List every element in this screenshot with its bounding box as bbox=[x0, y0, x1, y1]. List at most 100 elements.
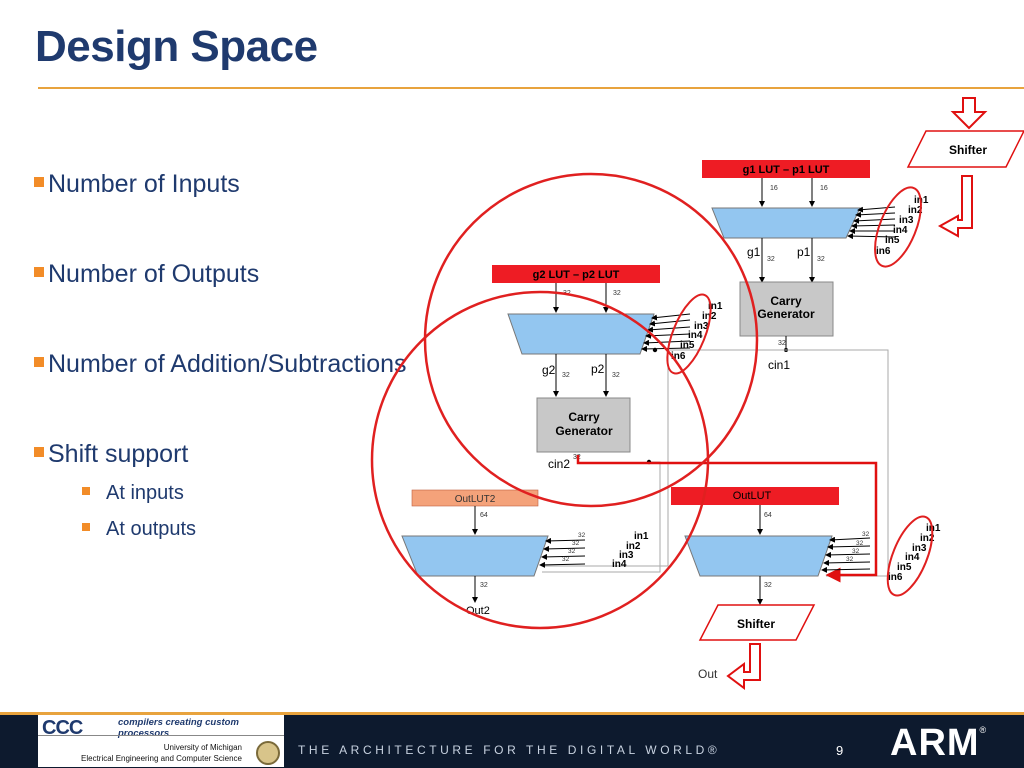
input-label: in3 bbox=[694, 321, 709, 332]
width-label: 32 bbox=[778, 340, 786, 347]
logo-divider bbox=[38, 735, 284, 736]
bullet-item: Number of Outputs bbox=[34, 260, 259, 289]
page-number: 9 bbox=[836, 743, 844, 758]
sub-bullet-text: At inputs bbox=[106, 482, 184, 504]
width-label: 32 bbox=[817, 256, 825, 263]
input-label: in5 bbox=[885, 235, 900, 246]
shifter-output-arrow-icon bbox=[726, 643, 761, 690]
sub-bullet-marker-icon bbox=[82, 487, 90, 495]
out-label: Out bbox=[698, 667, 718, 681]
university-seal-icon bbox=[256, 741, 280, 765]
width-label: 16 bbox=[770, 185, 778, 192]
adder-4 bbox=[684, 535, 833, 577]
input-label: in4 bbox=[905, 552, 920, 563]
width-label: 32 bbox=[767, 256, 775, 263]
g2p2-lut-box bbox=[492, 265, 660, 283]
bottom-shifter-label: Shifter bbox=[737, 617, 775, 631]
g1-label: g1 bbox=[747, 245, 761, 259]
input-label: in2 bbox=[626, 541, 641, 552]
inputs-highlight-ellipse bbox=[874, 186, 922, 268]
top-shifter-box bbox=[906, 130, 1024, 168]
ccc-logo: CCC compilers creating custom processors… bbox=[38, 715, 284, 767]
input-label: in5 bbox=[680, 340, 695, 351]
input-label: in4 bbox=[893, 225, 908, 236]
width-label: 32 bbox=[856, 540, 864, 547]
carry-generator-label: Carry bbox=[568, 410, 600, 424]
arm-logo-text: ARM bbox=[890, 722, 980, 764]
carry-generator-label: Generator bbox=[555, 424, 613, 438]
sub-bullet-text: At outputs bbox=[106, 518, 197, 540]
carry-generator-label: Generator bbox=[757, 307, 815, 321]
highlight-circle-top bbox=[423, 172, 759, 508]
width-label: 64 bbox=[764, 512, 772, 519]
carry-generator-label: Carry bbox=[770, 294, 802, 308]
width-label: 32 bbox=[562, 372, 570, 379]
width-label: 32 bbox=[568, 548, 576, 555]
input-label: in3 bbox=[899, 215, 914, 226]
g1p1-lut-label: g1 LUT – p1 LUT bbox=[743, 164, 830, 176]
input-label: in1 bbox=[634, 531, 649, 542]
title-divider bbox=[38, 87, 1024, 89]
shifter-input-arrow-icon bbox=[950, 97, 988, 130]
width-label: 32 bbox=[852, 548, 860, 555]
width-label: 32 bbox=[480, 582, 488, 589]
top-shifter-label: Shifter bbox=[949, 143, 987, 157]
cin2-label: cin2 bbox=[548, 457, 570, 471]
arm-logo: ARM® bbox=[890, 722, 987, 765]
footer-tagline: THE ARCHITECTURE FOR THE DIGITAL WORLD® bbox=[298, 743, 721, 757]
bottom-shifter-box bbox=[698, 604, 816, 641]
width-label: 32 bbox=[846, 556, 854, 563]
p2-label: p2 bbox=[591, 362, 605, 376]
carry-generator-2 bbox=[536, 397, 631, 453]
shifter-output-arrow-icon bbox=[937, 175, 973, 238]
bullet-marker-icon bbox=[34, 447, 44, 457]
width-label: 32 bbox=[572, 540, 580, 547]
width-label: 32 bbox=[862, 531, 870, 538]
g1p1-lut-box bbox=[702, 160, 870, 178]
input-label: in5 bbox=[897, 562, 912, 573]
width-label: 32 bbox=[562, 556, 570, 563]
width-label: 64 bbox=[480, 512, 488, 519]
adder-1 bbox=[711, 207, 861, 239]
bullet-text: Number of Addition/Subtractions bbox=[48, 350, 407, 378]
inputs-highlight-ellipse bbox=[666, 293, 712, 375]
carry-path-highlight bbox=[576, 455, 878, 583]
outlut2-label: OutLUT2 bbox=[455, 494, 496, 505]
input-label: in2 bbox=[908, 205, 923, 216]
width-label: 32 bbox=[764, 582, 772, 589]
bullet-marker-icon bbox=[34, 267, 44, 277]
bullet-marker-icon bbox=[34, 177, 44, 187]
ccc-tagline: compilers creating custom processors bbox=[118, 717, 239, 739]
sub-bullet-marker-icon bbox=[82, 523, 90, 531]
department-name: Electrical Engineering and Computer Scie… bbox=[81, 754, 242, 763]
input-label: in6 bbox=[888, 572, 903, 583]
g2-label: g2 bbox=[542, 363, 556, 377]
input-label: in1 bbox=[926, 523, 941, 534]
bullet-item: Shift support bbox=[34, 440, 188, 469]
input-label: in4 bbox=[612, 559, 627, 570]
p1-label: p1 bbox=[797, 245, 811, 259]
university-name: University of Michigan bbox=[163, 743, 242, 752]
outlut-box bbox=[671, 487, 839, 505]
outlut-label: OutLUT bbox=[733, 490, 772, 502]
bullet-text: Shift support bbox=[48, 440, 189, 468]
input-label: in4 bbox=[688, 330, 703, 341]
ccc-logo-text: CCC bbox=[42, 717, 83, 739]
bullet-marker-icon bbox=[34, 357, 44, 367]
sub-bullet-item: At inputs bbox=[82, 482, 184, 505]
input-label: in1 bbox=[708, 301, 723, 312]
bullet-text: Number of Outputs bbox=[48, 260, 260, 288]
width-label: 16 bbox=[820, 185, 828, 192]
bullet-item: Number of Inputs bbox=[34, 170, 240, 199]
width-label: 32 bbox=[613, 290, 621, 297]
input-label: in6 bbox=[671, 351, 686, 362]
inputs-highlight-ellipse bbox=[886, 515, 934, 597]
bullet-item: Number of Addition/Subtractions bbox=[34, 350, 407, 379]
bullet-text: Number of Inputs bbox=[48, 170, 240, 198]
slide-title: Design Space bbox=[35, 22, 318, 71]
input-label: in6 bbox=[876, 246, 891, 257]
registered-mark: ® bbox=[979, 725, 988, 735]
width-label: 32 bbox=[578, 532, 586, 539]
input-label: in3 bbox=[912, 543, 927, 554]
adder-2 bbox=[507, 313, 655, 355]
